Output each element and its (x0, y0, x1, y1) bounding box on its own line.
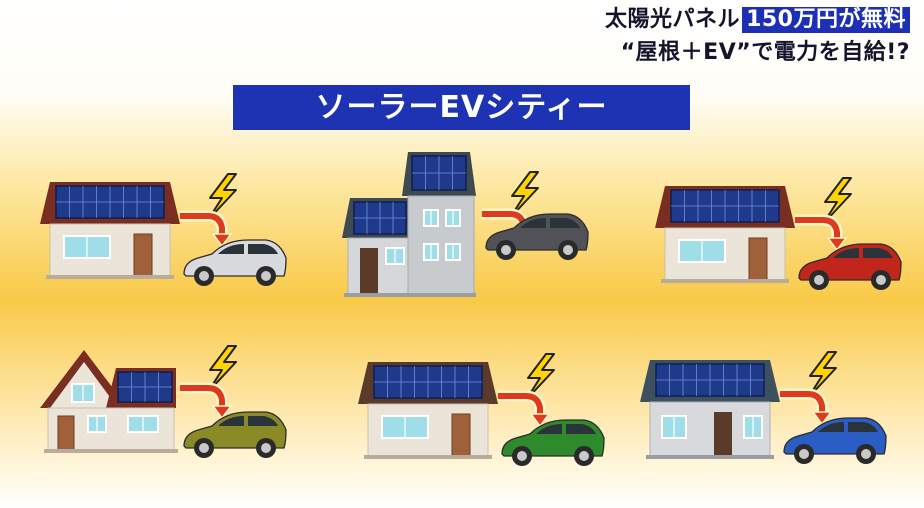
house (655, 186, 795, 283)
lightning-bolt-icon (207, 173, 237, 221)
caption-highlight: 150万円が無料 (742, 7, 910, 33)
caption-line-2: “屋根＋EV”で電力を自給!? (620, 40, 910, 65)
lightning-bolt-icon (807, 351, 837, 399)
house (40, 182, 180, 279)
red-arrow-icon (180, 382, 233, 420)
lightning-bolt-icon (207, 345, 237, 393)
red-arrow-icon (498, 390, 551, 428)
electric-car (783, 417, 887, 464)
red-arrow-icon (780, 388, 833, 426)
lightning-bolt-icon (509, 171, 539, 219)
electric-car (485, 213, 589, 260)
electric-car (501, 419, 605, 466)
lightning-bolt-icon (525, 353, 555, 401)
electric-car (183, 239, 287, 286)
scene-1 (40, 173, 300, 328)
lightning-bolt-icon (822, 177, 852, 225)
red-arrow-icon (180, 210, 233, 248)
title-banner: ソーラーEVシティー (233, 85, 690, 130)
scene-5 (358, 353, 618, 508)
house (640, 360, 780, 459)
house (358, 362, 498, 459)
house (342, 152, 476, 297)
electric-car (183, 411, 287, 458)
scene-3 (655, 177, 915, 332)
red-arrow-icon (795, 214, 848, 252)
electric-car (798, 243, 902, 290)
caption-prefix: 太陽光パネル (605, 7, 741, 32)
house (40, 350, 178, 453)
scene-6 (640, 351, 900, 506)
scene-4 (40, 345, 300, 500)
scene-2 (342, 148, 602, 298)
